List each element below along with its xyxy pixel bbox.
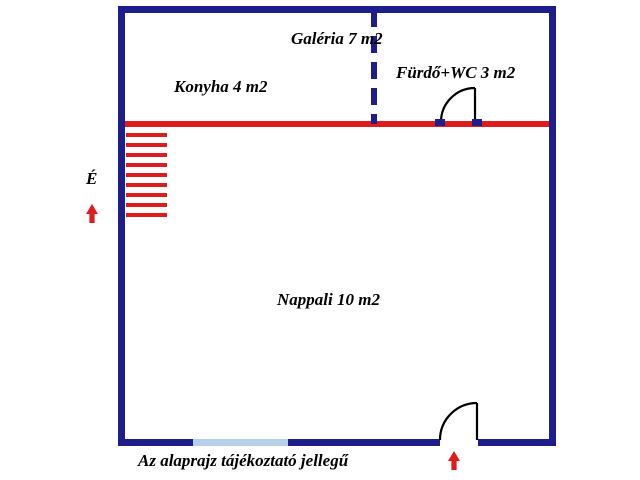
north-arrow-icon xyxy=(86,204,98,223)
room-label-nappali: Nappali 10 m2 xyxy=(277,290,380,309)
wall-right xyxy=(549,6,556,446)
stair-step xyxy=(126,163,167,167)
stair-step xyxy=(126,133,167,137)
room-label-furdo-wc: Fürdő+WC 3 m2 xyxy=(396,63,516,82)
stair-step xyxy=(126,153,167,157)
bathroom-door xyxy=(435,86,482,126)
disclaimer-caption: Az alaprajz tájékoztató jellegű xyxy=(138,451,349,470)
wall-bottom-right xyxy=(478,439,556,446)
entrance-arrow-icon xyxy=(448,451,460,470)
room-label-galeria: Galéria 7 m2 xyxy=(291,29,383,48)
wall-left xyxy=(118,6,125,446)
interior-wall-red xyxy=(125,121,549,127)
stair-step xyxy=(126,143,167,147)
stair-step xyxy=(126,203,167,207)
wall-bottom-left xyxy=(118,439,193,446)
wall-interior-horizontal xyxy=(125,121,549,127)
stair-step xyxy=(126,213,167,217)
wall-top xyxy=(118,6,556,13)
door-hinge-marker xyxy=(472,119,482,126)
stairs xyxy=(126,133,167,217)
stair-step xyxy=(126,183,167,187)
stair-step xyxy=(126,173,167,177)
outer-walls xyxy=(118,6,556,446)
compass-north-label: É xyxy=(86,169,98,188)
stair-step xyxy=(126,193,167,197)
bottom-window xyxy=(193,439,288,446)
entrance-door xyxy=(438,401,479,441)
room-label-konyha: Konyha 4 m2 xyxy=(174,77,268,96)
wall-bottom-middle xyxy=(288,439,440,446)
door-hinge-marker xyxy=(435,119,445,126)
